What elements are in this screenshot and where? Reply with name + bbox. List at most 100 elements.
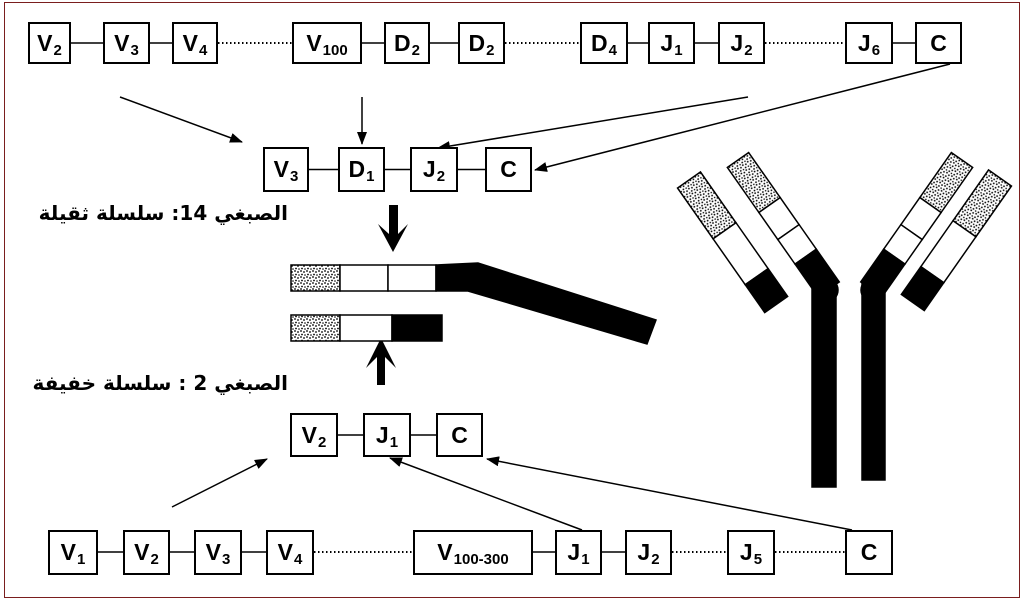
constant-region-black bbox=[391, 314, 443, 342]
segment-letter: V bbox=[273, 156, 289, 182]
segment-letter: D bbox=[394, 29, 411, 56]
segment-letter: J bbox=[660, 29, 674, 56]
v-selection-arrow bbox=[119, 96, 243, 143]
white-segment bbox=[387, 264, 437, 292]
segment-subscript: 4 bbox=[199, 41, 208, 59]
segment-letter: C bbox=[451, 421, 468, 448]
white-segment bbox=[339, 314, 393, 342]
light-rearranged-c: C bbox=[436, 413, 483, 457]
segment-letter: D bbox=[348, 156, 366, 182]
segment-subscript: 2 bbox=[744, 41, 753, 59]
heavy-germline-c: C bbox=[915, 22, 962, 64]
segment-letter: D bbox=[591, 29, 608, 56]
segment-letter: C bbox=[930, 29, 947, 56]
segment-letter: J bbox=[857, 29, 871, 56]
segment-subscript: 100 bbox=[322, 41, 348, 59]
segment-letter: J bbox=[730, 29, 744, 56]
segment-letter: D bbox=[468, 29, 486, 56]
segment-letter: C bbox=[500, 156, 517, 182]
light-germline-c: C bbox=[845, 530, 893, 575]
light-chain-caption: الصبغي 2 : سلسلة خفيفة bbox=[32, 371, 288, 395]
segment-subscript: 2 bbox=[436, 168, 446, 185]
j-selection-arrow bbox=[437, 96, 749, 151]
right-heavy-stem bbox=[861, 282, 886, 481]
segment-letter: V bbox=[114, 29, 130, 56]
segment-letter: J bbox=[422, 156, 436, 182]
variable-region-stippled bbox=[290, 264, 341, 292]
segment-subscript: 2 bbox=[411, 41, 420, 59]
constant-region-black bbox=[859, 248, 907, 298]
segment-letter: V bbox=[306, 29, 322, 56]
segment-letter: V bbox=[205, 539, 221, 565]
segment-subscript: 2 bbox=[150, 551, 159, 568]
up-thick-arrow bbox=[366, 338, 396, 385]
segment-subscript: 4 bbox=[608, 41, 617, 59]
antibody-molecule bbox=[676, 151, 1013, 488]
heavy-chain-caption: الصبغي 14: سلسلة ثقيلة bbox=[38, 201, 288, 225]
segment-subscript: 1 bbox=[674, 41, 683, 59]
segment-letter: V bbox=[301, 421, 317, 448]
left-heavy-chain-arm bbox=[726, 151, 841, 298]
c-selection-arrow bbox=[534, 63, 951, 172]
segment-subscript: 100-300 bbox=[453, 551, 509, 568]
segment-letter: J bbox=[637, 539, 651, 565]
segment-letter: V bbox=[60, 539, 76, 565]
variable-region-stippled bbox=[290, 314, 341, 342]
constant-region-black bbox=[435, 262, 657, 345]
segment-letter: V bbox=[182, 29, 198, 56]
segment-subscript: 2 bbox=[651, 551, 660, 568]
light-c-selection-arrow bbox=[486, 456, 853, 531]
light-chain-bar bbox=[290, 314, 443, 342]
constant-region-black bbox=[793, 248, 841, 298]
segment-subscript: 1 bbox=[77, 551, 86, 568]
segment-subscript: 2 bbox=[53, 41, 62, 59]
segment-letter: V bbox=[134, 539, 150, 565]
segment-subscript: 1 bbox=[389, 433, 399, 451]
segment-letter: J bbox=[567, 539, 581, 565]
left-heavy-stem bbox=[811, 282, 837, 488]
down-thick-arrow bbox=[378, 205, 408, 252]
segment-subscript: 3 bbox=[222, 551, 231, 568]
segment-subscript: 5 bbox=[753, 551, 763, 568]
segment-letter: J bbox=[375, 421, 389, 448]
segment-subscript: 3 bbox=[130, 41, 139, 59]
heavy-rearranged-c: C bbox=[485, 147, 532, 192]
segment-letter: V bbox=[437, 539, 453, 565]
segment-subscript: 1 bbox=[581, 551, 590, 568]
light-j-selection-arrow bbox=[389, 457, 583, 531]
segment-letter: V bbox=[37, 29, 53, 56]
white-segment bbox=[339, 264, 389, 292]
left-light-chain bbox=[676, 170, 789, 314]
selection-arrows bbox=[119, 63, 951, 531]
right-light-chain bbox=[900, 168, 1013, 312]
segment-subscript: 2 bbox=[486, 41, 495, 59]
heavy-chain-bar bbox=[290, 262, 657, 345]
segment-subscript: 4 bbox=[294, 551, 303, 568]
segment-letter: C bbox=[860, 539, 878, 565]
